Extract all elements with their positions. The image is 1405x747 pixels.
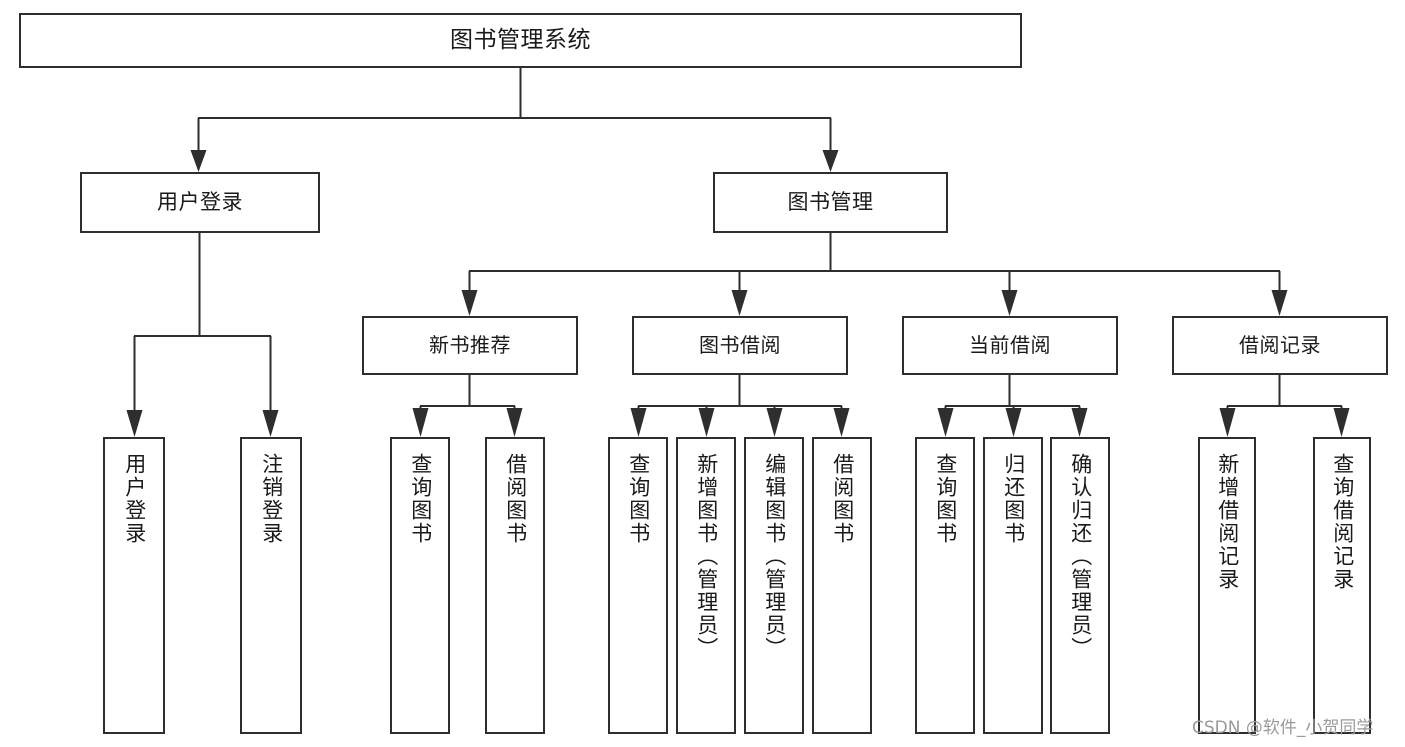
arrow-user-login-to-leaf2 <box>262 410 279 437</box>
leaf-node[interactable]: 查询借阅记录 <box>1313 437 1371 734</box>
leaf-node-label: 借阅图书 <box>503 453 528 545</box>
node-borrow-record[interactable]: 借阅记录 <box>1172 316 1388 375</box>
leaf-node-label: 借阅图书 <box>830 453 855 545</box>
node-borrow-record-label: 借阅记录 <box>1239 333 1321 358</box>
leaf-node[interactable]: 查询图书 <box>608 437 668 734</box>
leaf-node-label: 查询图书 <box>408 453 433 545</box>
leaf-node[interactable]: 新增借阅记录 <box>1198 437 1256 734</box>
arrow-user-login-to-leaf1 <box>126 410 143 437</box>
node-new-book-recommend-label: 新书推荐 <box>429 333 511 358</box>
node-user-login-label: 用户登录 <box>157 189 243 214</box>
arrow-to-current-borrow <box>1001 290 1018 316</box>
arrow-to-book-borrow <box>731 290 748 316</box>
arrow-current-borrow-to-leaf3 <box>1071 408 1088 437</box>
leaf-node[interactable]: 借阅图书 <box>812 437 872 734</box>
arrow-borrow-record-to-leaf1 <box>1219 408 1236 437</box>
leaf-node[interactable]: 查询图书 <box>390 437 450 734</box>
leaf-node-label: 查询图书 <box>933 453 958 545</box>
arrow-to-borrow-record <box>1271 290 1288 316</box>
arrow-current-borrow-to-leaf2 <box>1005 408 1022 437</box>
leaf-node-label: 编辑图书（管理员） <box>762 453 787 660</box>
arrow-book-borrow-to-leaf3 <box>766 408 783 437</box>
leaf-node-label: 用户登录 <box>122 453 147 545</box>
leaf-node-label: 新增图书（管理员） <box>694 453 719 660</box>
leaf-node-label: 查询图书 <box>626 453 651 545</box>
leaf-node[interactable]: 注销登录 <box>240 437 302 734</box>
leaf-node[interactable]: 确认归还（管理员） <box>1050 437 1110 734</box>
leaf-node-label: 查询借阅记录 <box>1330 453 1355 591</box>
node-book-manage-label: 图书管理 <box>787 189 874 214</box>
node-root-system-label: 图书管理系统 <box>450 26 591 53</box>
leaf-node[interactable]: 借阅图书 <box>485 437 545 734</box>
leaf-node[interactable]: 用户登录 <box>103 437 165 734</box>
leaf-node[interactable]: 编辑图书（管理员） <box>744 437 804 734</box>
node-current-borrow[interactable]: 当前借阅 <box>902 316 1118 375</box>
leaf-node[interactable]: 新增图书（管理员） <box>676 437 736 734</box>
leaf-node-label: 确认归还（管理员） <box>1068 453 1093 660</box>
node-root-system[interactable]: 图书管理系统 <box>19 13 1022 68</box>
arrow-new-book-to-leaf2 <box>506 408 523 437</box>
leaf-node[interactable]: 查询图书 <box>915 437 975 734</box>
arrow-root-to-book-manage <box>822 150 839 172</box>
leaf-node-label: 注销登录 <box>259 453 284 545</box>
arrow-new-book-to-leaf1 <box>412 408 429 437</box>
leaf-node[interactable]: 归还图书 <box>983 437 1043 734</box>
arrow-current-borrow-to-leaf1 <box>937 408 954 437</box>
arrow-to-new-book-recommend <box>461 290 478 316</box>
node-current-borrow-label: 当前借阅 <box>969 333 1051 358</box>
node-book-borrow[interactable]: 图书借阅 <box>632 316 848 375</box>
arrow-book-borrow-to-leaf4 <box>833 408 850 437</box>
node-book-manage[interactable]: 图书管理 <box>713 172 948 233</box>
arrow-root-to-user-login <box>190 150 207 172</box>
arrow-book-borrow-to-leaf2 <box>698 408 715 437</box>
arrow-book-borrow-to-leaf1 <box>630 408 647 437</box>
leaf-node-label: 归还图书 <box>1001 453 1026 545</box>
node-user-login[interactable]: 用户登录 <box>80 172 320 233</box>
leaf-node-label: 新增借阅记录 <box>1215 453 1240 591</box>
arrow-borrow-record-to-leaf2 <box>1333 408 1350 437</box>
node-book-borrow-label: 图书借阅 <box>699 333 781 358</box>
node-new-book-recommend[interactable]: 新书推荐 <box>362 316 578 375</box>
